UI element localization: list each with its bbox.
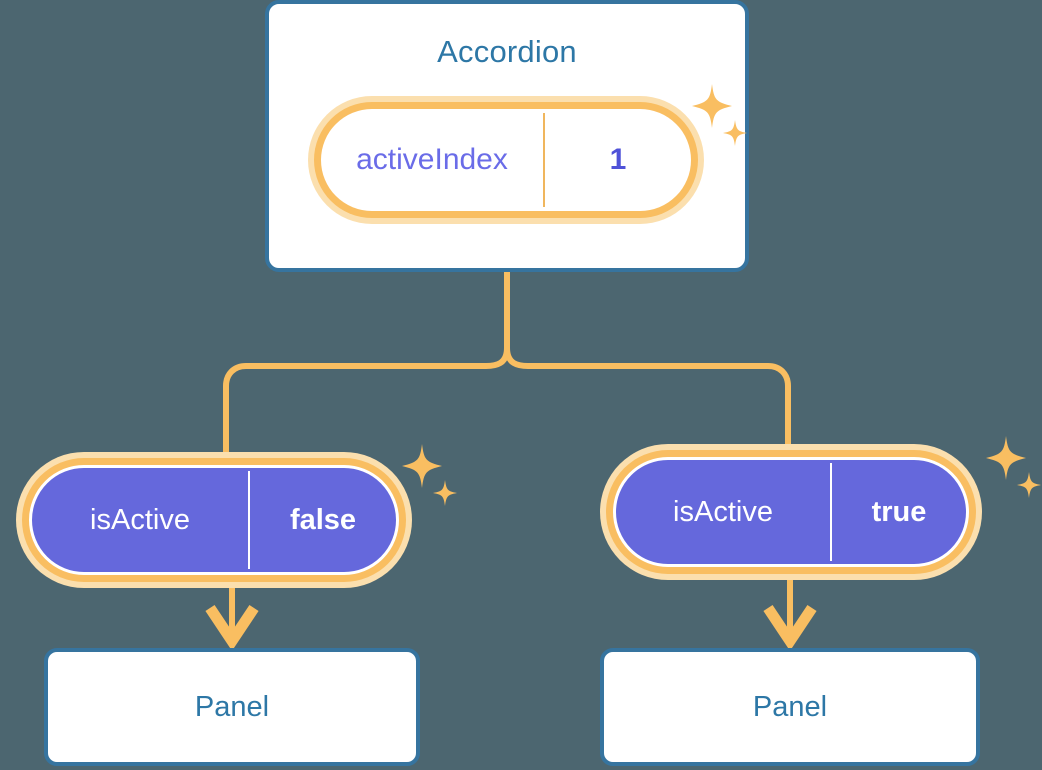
state-pill-is-active-true[interactable]: isActive true: [600, 444, 982, 580]
panel-box-right: Panel: [600, 648, 980, 766]
arrow-down-icon-right: [763, 580, 817, 651]
state-value-label: 1: [609, 143, 627, 176]
pill-body: activeIndex 1: [321, 109, 691, 211]
sparkle-four-point-small: [1017, 472, 1041, 498]
pill-body: isActive true: [613, 457, 969, 567]
state-pill-is-active-false[interactable]: isActive false: [16, 452, 412, 588]
state-pill-active-index[interactable]: activeIndex 1: [308, 96, 704, 224]
connector-branch-right: [504, 345, 791, 447]
pill-divider: [248, 471, 250, 569]
state-key-label: activeIndex: [356, 143, 508, 176]
page-title: Accordion: [437, 34, 577, 69]
panel-label: Panel: [752, 690, 828, 723]
sparkle-decoration-right: [986, 436, 1041, 498]
arrow-down-icon-left: [205, 588, 259, 651]
connector-branch-left: [223, 345, 510, 455]
pill-body: isActive false: [29, 465, 399, 575]
panel-label: Panel: [194, 690, 270, 723]
state-key-label: isActive: [673, 495, 773, 528]
state-key-label: isActive: [90, 503, 190, 536]
state-value-label: false: [289, 503, 357, 536]
sparkle-four-point-small: [433, 480, 457, 506]
pill-divider: [543, 113, 545, 207]
state-value-label: true: [871, 495, 927, 528]
sparkle-four-point-large: [986, 436, 1026, 480]
pill-divider: [830, 463, 832, 561]
panel-box-left: Panel: [44, 648, 420, 766]
